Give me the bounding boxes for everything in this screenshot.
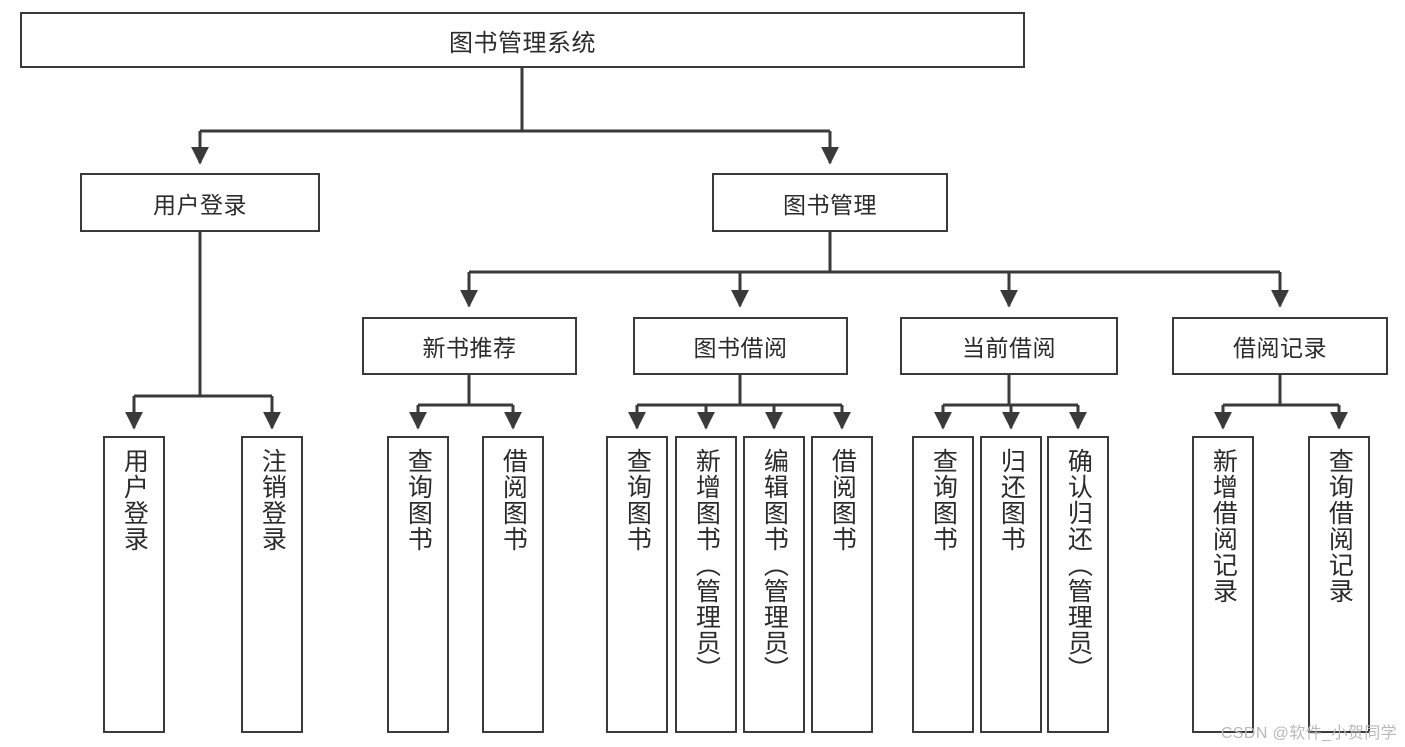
leaf-borrow-query-book[interactable]: 查询图书 — [606, 436, 668, 733]
node-book-borrow-label: 图书借阅 — [693, 335, 788, 361]
leaf-borrow-query-book-label: 查询图书 — [623, 448, 652, 552]
node-book-borrow[interactable]: 图书借阅 — [633, 317, 848, 375]
leaf-current-confirm-return[interactable]: 确认归还（管理员） — [1047, 436, 1109, 733]
node-borrow-record[interactable]: 借阅记录 — [1172, 317, 1388, 375]
node-new-book-recommend-label: 新书推荐 — [422, 335, 517, 361]
leaf-borrow-add-book-label: 新增图书（管理员） — [692, 448, 721, 682]
node-borrow-record-label: 借阅记录 — [1233, 335, 1327, 361]
node-root-system-label: 图书管理系统 — [449, 29, 596, 57]
leaf-user-login-logout-label: 注销登录 — [258, 448, 287, 552]
leaf-new-book-borrow[interactable]: 借阅图书 — [482, 436, 544, 733]
leaf-record-add[interactable]: 新增借阅记录 — [1192, 436, 1254, 733]
leaf-user-login-login[interactable]: 用户登录 — [103, 436, 165, 733]
leaf-record-query[interactable]: 查询借阅记录 — [1308, 436, 1370, 733]
leaf-current-query-book-label: 查询图书 — [929, 448, 958, 552]
leaf-borrow-edit-book-label: 编辑图书（管理员） — [760, 448, 789, 682]
leaf-borrow-borrow-book-label: 借阅图书 — [828, 448, 857, 552]
leaf-new-book-query-label: 查询图书 — [404, 448, 433, 552]
leaf-current-query-book[interactable]: 查询图书 — [912, 436, 974, 733]
leaf-user-login-login-label: 用户登录 — [120, 448, 149, 552]
leaf-current-return-book-label: 归还图书 — [997, 448, 1026, 552]
leaf-new-book-query[interactable]: 查询图书 — [387, 436, 449, 733]
leaf-current-confirm-return-label: 确认归还（管理员） — [1064, 448, 1093, 682]
leaf-borrow-edit-book[interactable]: 编辑图书（管理员） — [743, 436, 805, 733]
leaf-current-return-book[interactable]: 归还图书 — [980, 436, 1042, 733]
leaf-record-add-label: 新增借阅记录 — [1209, 448, 1238, 604]
leaf-user-login-logout[interactable]: 注销登录 — [241, 436, 303, 733]
node-current-borrow[interactable]: 当前借阅 — [900, 317, 1118, 375]
node-new-book-recommend[interactable]: 新书推荐 — [362, 317, 577, 375]
leaf-borrow-add-book[interactable]: 新增图书（管理员） — [675, 436, 737, 733]
leaf-record-query-label: 查询借阅记录 — [1325, 448, 1354, 604]
node-book-management[interactable]: 图书管理 — [712, 173, 948, 232]
node-root-system[interactable]: 图书管理系统 — [20, 12, 1025, 68]
node-user-login[interactable]: 用户登录 — [80, 173, 320, 232]
node-current-borrow-label: 当前借阅 — [962, 335, 1056, 361]
watermark-text: CSDN @软件_小贺同学 — [1220, 725, 1397, 742]
leaf-new-book-borrow-label: 借阅图书 — [499, 448, 528, 552]
leaf-borrow-borrow-book[interactable]: 借阅图书 — [811, 436, 873, 733]
node-book-management-label: 图书管理 — [783, 191, 877, 218]
node-user-login-label: 用户登录 — [153, 191, 247, 218]
